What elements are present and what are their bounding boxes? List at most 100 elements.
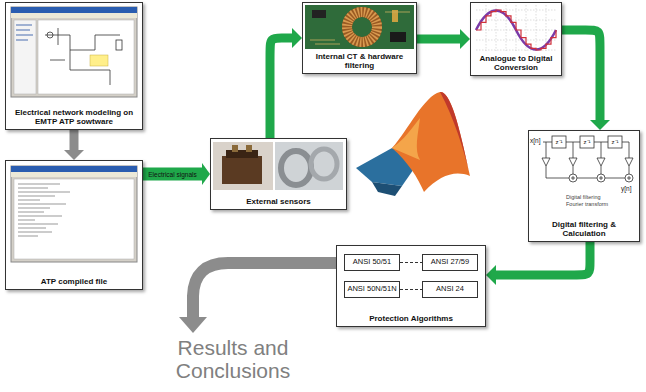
emtp-screenshot-part (116, 40, 122, 50)
box-caption: Digital filtering & Calculation (532, 220, 636, 238)
results-arrow-part (179, 317, 207, 333)
dashed-link (400, 262, 422, 263)
sensor-box: External sensors (210, 138, 347, 210)
file-box: ATP compiled file (5, 160, 143, 290)
box-caption: External sensors (246, 197, 310, 206)
filter-diagram-part (571, 176, 631, 180)
atp-file-screenshot-part (11, 166, 137, 262)
atp-file-screenshot (11, 166, 137, 262)
emtp-screenshot-part (38, 20, 134, 94)
arrow-head (64, 150, 84, 160)
sensor-photos-part (222, 156, 262, 184)
delay-symbol: z⁻¹ (608, 139, 622, 146)
emtp-screenshot-part (11, 7, 137, 97)
emtp-screenshot-part (11, 13, 137, 18)
adc-waveform-part (476, 5, 556, 51)
matlab-logo-part (392, 118, 420, 160)
box-text: ANSI 50N/51N (347, 285, 396, 294)
arrow-head (486, 265, 496, 285)
box-caption: ATP compiled file (41, 277, 107, 286)
adc-waveform-part (473, 5, 559, 51)
emtp-screenshot (11, 7, 137, 97)
box-text: ANSI 50/51 (353, 258, 391, 267)
ansi-box: ANSI 27/59 (422, 254, 478, 271)
filter-diagram-part (542, 158, 633, 166)
filter-diagram (542, 136, 633, 182)
filter-diagram-part (552, 136, 566, 148)
sensor-photos (213, 142, 343, 190)
hardware-box: Internal CT & hardware filtering (302, 2, 417, 74)
box-caption: Protection Algorithms (369, 314, 453, 323)
results-arrow-part (193, 263, 336, 318)
connector-line (400, 289, 422, 290)
signal-name: x[n] (530, 137, 540, 144)
connector-line (400, 262, 422, 263)
signal-name: y[n] (621, 185, 631, 192)
ct-board-photo-part (305, 5, 414, 49)
sensor-photos-part (246, 145, 252, 152)
emtp-screenshot-part (11, 7, 137, 13)
arrow-head (202, 163, 210, 185)
sensor-photos-part (232, 145, 238, 152)
sensor-photos-part (311, 149, 337, 179)
flow-arrow (64, 130, 84, 160)
ct-board-photo-part (310, 12, 410, 44)
sensor-photos-part (213, 142, 273, 190)
ct-board-photo-part (390, 32, 406, 42)
emtp-screenshot-part (14, 20, 36, 94)
box-caption: Analogue to Digital Conversion (474, 54, 558, 72)
matlab-logo (356, 92, 470, 196)
dashed-link (400, 289, 422, 290)
arrow-head (460, 29, 470, 49)
sensor-photos-part (275, 142, 343, 190)
connector-line (143, 168, 202, 181)
delay-symbol: z⁻¹ (580, 139, 594, 146)
sensor-photos-part (226, 150, 258, 158)
delay-symbol: z⁻¹ (552, 139, 566, 146)
results-text: Results and Conclusions (148, 336, 318, 382)
ansi-box: ANSI 50N/51N (344, 281, 400, 298)
connector-line (70, 130, 79, 150)
emtp-screenshot-part (90, 55, 108, 66)
arrow-head (590, 120, 610, 130)
emtp-screenshot-part (16, 25, 33, 40)
connector-line (417, 35, 460, 44)
edge-label: Electrical signals (147, 169, 197, 180)
figure-note: Digital filtering (566, 194, 601, 200)
model-box: Electrical network modeling on EMTP ATP … (5, 2, 143, 130)
conversion-box: Analogue to Digital Conversion (470, 2, 562, 76)
filter-diagram-part (580, 136, 594, 148)
filter-diagram-part (608, 136, 622, 148)
matlab-logo-part (392, 92, 470, 192)
atp-file-screenshot-part (11, 166, 137, 172)
ct-board-photo (305, 5, 414, 49)
flow-arrow (143, 163, 210, 185)
connector-line (562, 30, 600, 120)
flow-arrow (417, 29, 470, 49)
atp-file-screenshot-part (14, 179, 134, 259)
arrow-head (292, 28, 302, 48)
atp-file-screenshot-part (11, 172, 137, 177)
flow-arrow (562, 30, 610, 130)
figure-note: Fourier transform (566, 201, 608, 207)
ct-board-photo-part (312, 10, 326, 18)
algorithms-box: Protection Algorithms ANSI 50/51 ANSI 27/5… (336, 245, 486, 327)
ansi-box: ANSI 50/51 (344, 254, 400, 271)
flow-arrow (270, 28, 302, 138)
box-caption: Electrical network modeling on EMTP ATP … (9, 108, 139, 126)
atp-file-screenshot-part (18, 184, 70, 236)
adc-waveform-part (476, 11, 556, 50)
flow-arrow (486, 242, 590, 285)
matlab-logo-part (372, 182, 402, 196)
adc-waveform-part (476, 10, 556, 50)
filter-diagram-part (546, 166, 629, 178)
box-text: ANSI 27/59 (431, 258, 469, 267)
box-text: ANSI 24 (436, 285, 464, 294)
emtp-screenshot-part (47, 32, 53, 38)
connector-line (270, 38, 292, 138)
matlab-logo-part (440, 92, 470, 176)
results-arrow (179, 263, 336, 333)
ansi-box: ANSI 24 (422, 281, 478, 298)
adc-waveform (473, 5, 559, 51)
